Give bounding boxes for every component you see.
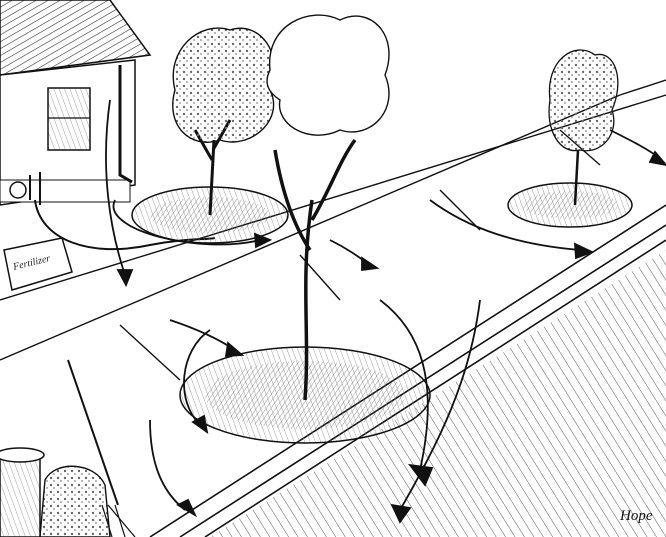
- tree-3-canopy: [548, 49, 619, 152]
- arrow-around-well-2-left: [183, 329, 211, 426]
- house-roof: [0, 0, 152, 76]
- leaf-bag: [39, 465, 111, 537]
- arrow-around-well-1: [112, 199, 261, 246]
- arrow-to-gutter: [429, 199, 581, 251]
- hose-reel-icon: [9, 181, 27, 199]
- tree-3: [548, 49, 619, 206]
- downspout: [118, 65, 133, 184]
- tree-2: [266, 14, 390, 401]
- arrow-around-well-2-right: [379, 299, 429, 471]
- tree-well-3: [507, 182, 633, 228]
- artist-signature: Hope: [619, 508, 653, 524]
- house: [0, 0, 152, 206]
- tree-1-canopy: [172, 27, 276, 143]
- runoff-arrows: [105, 99, 666, 524]
- tree-2-canopy: [266, 14, 390, 136]
- fertilizer-bag: Fertilizer: [3, 237, 73, 291]
- arrow-downspout: [105, 99, 126, 276]
- arrow-down-left: [149, 419, 186, 511]
- street: [210, 250, 666, 537]
- rake: [67, 359, 136, 537]
- house-window: [47, 87, 91, 151]
- arrow-gutter-flow: [399, 299, 481, 511]
- house-foundation: [0, 179, 131, 203]
- trash-can: [0, 447, 45, 537]
